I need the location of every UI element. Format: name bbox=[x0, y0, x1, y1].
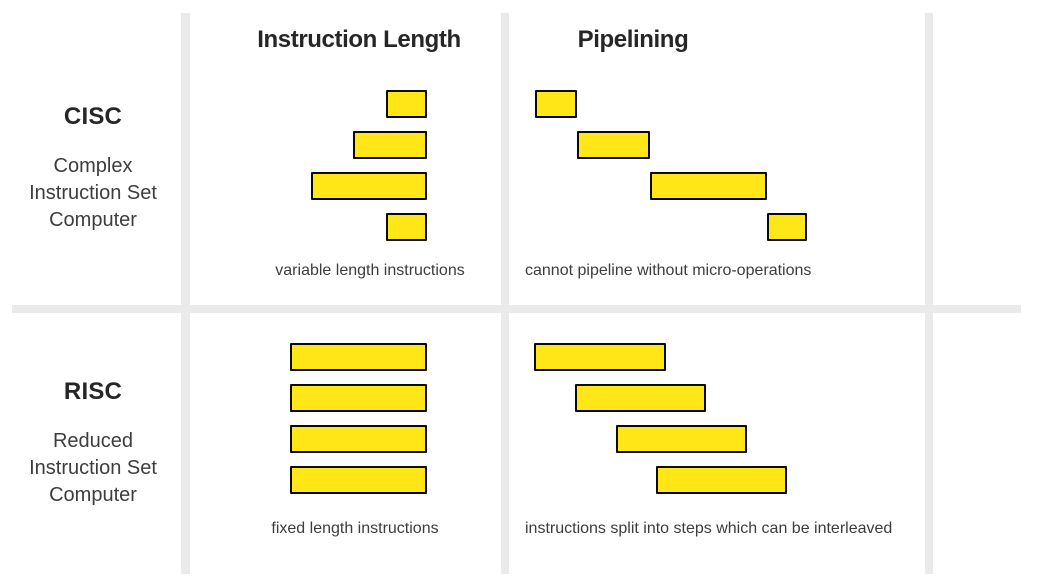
caption-cannot-pipeline: cannot pipeline without micro-operations bbox=[525, 262, 812, 279]
cisc-name-line-1: Complex bbox=[53, 155, 133, 177]
risc-name-line-1: Reduced bbox=[52, 430, 134, 452]
risc-name-line-2: Instruction Set bbox=[29, 457, 157, 479]
risc-pipelining-bar bbox=[616, 425, 747, 453]
risc-name-line-3: Computer bbox=[49, 484, 137, 506]
horizontal-divider bbox=[12, 305, 1021, 313]
cisc-full-name: Complex Instruction Set Computer bbox=[0, 153, 186, 234]
risc-instruction-length-bar bbox=[290, 384, 427, 412]
risc-instruction-length-bar bbox=[290, 343, 427, 371]
cisc-name-line-2: Instruction Set bbox=[29, 182, 157, 204]
cisc-instruction-length-bar bbox=[353, 131, 427, 159]
cisc-pipelining-bar bbox=[767, 213, 807, 241]
vertical-divider-right bbox=[925, 13, 933, 574]
caption-instructions-interleaved: instructions split into steps which can … bbox=[525, 520, 893, 537]
cisc-instruction-length-bar bbox=[386, 90, 427, 118]
cisc-pipelining-bar bbox=[650, 172, 767, 200]
cisc-instruction-length-bar bbox=[386, 213, 427, 241]
risc-pipelining-bar bbox=[575, 384, 706, 412]
vertical-divider-left bbox=[181, 13, 190, 574]
cisc-instruction-length-bar bbox=[311, 172, 427, 200]
column-header-pipelining: Pipelining bbox=[577, 26, 689, 53]
risc-pipelining-bar bbox=[656, 466, 787, 494]
risc-instruction-length-bar bbox=[290, 425, 427, 453]
caption-variable-length-instructions: variable length instructions bbox=[275, 262, 465, 279]
cisc-acronym: CISC bbox=[63, 103, 123, 130]
cisc-pipelining-bar bbox=[535, 90, 577, 118]
caption-fixed-length-instructions: fixed length instructions bbox=[271, 520, 439, 537]
risc-instruction-length-bar bbox=[290, 466, 427, 494]
vertical-divider-middle bbox=[501, 13, 509, 574]
risc-acronym: RISC bbox=[63, 378, 123, 405]
risc-full-name: Reduced Instruction Set Computer bbox=[0, 428, 186, 509]
risc-pipelining-bar bbox=[534, 343, 666, 371]
column-header-instruction-length: Instruction Length bbox=[257, 26, 461, 53]
cisc-name-line-3: Computer bbox=[49, 209, 137, 231]
cisc-pipelining-bar bbox=[577, 131, 650, 159]
